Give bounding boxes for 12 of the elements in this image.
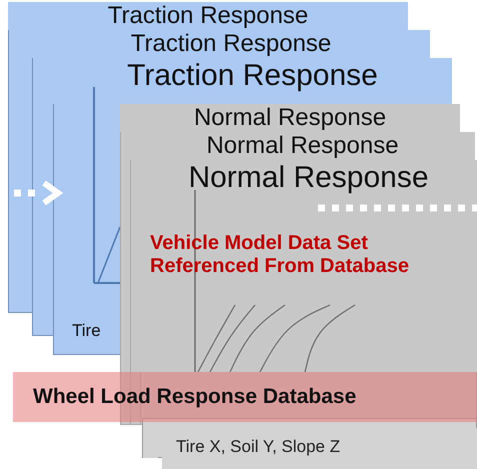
parameter-label: Tire X, Soil Y, Slope Z (176, 438, 340, 457)
chart-title: Traction Response (106, 3, 310, 30)
annotation-text: Vehicle Model Data Set Referenced From Database (150, 232, 410, 278)
chart-card (8, 2, 408, 30)
chart-card (120, 104, 460, 132)
chart-title: Normal Response (187, 161, 430, 194)
chart-title: Traction Response (130, 31, 332, 58)
chart-title: Normal Response (205, 133, 400, 160)
chart-title: Traction Response (126, 59, 379, 92)
chart-title: Normal Response (192, 105, 388, 132)
database-label: Wheel Load Response Database (33, 385, 356, 408)
axis-label: Tire (72, 322, 101, 341)
